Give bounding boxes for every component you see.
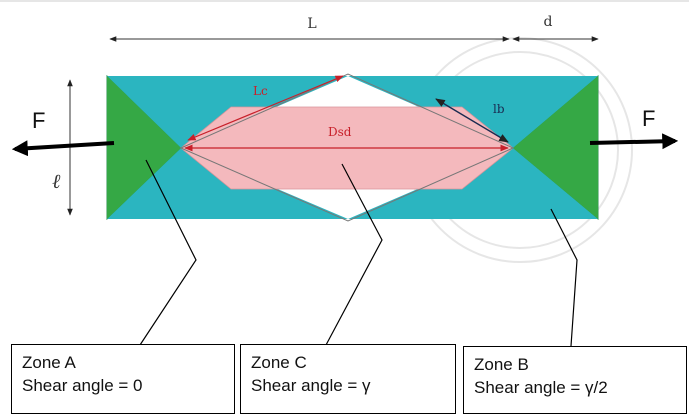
force-right-label: F bbox=[642, 106, 656, 131]
lb-label: lb bbox=[493, 102, 505, 116]
dsd-label: Dsd bbox=[328, 125, 352, 139]
zone-a-box: Zone A Shear angle = 0 bbox=[11, 344, 235, 414]
dimension-L-label: L bbox=[307, 16, 316, 32]
force-left-arrow bbox=[11, 140, 115, 157]
dimension-d-label: d bbox=[544, 14, 553, 30]
zone-b-title: Zone B bbox=[474, 355, 529, 374]
zone-c-shear: Shear angle = γ bbox=[251, 376, 371, 395]
zone-c-title: Zone C bbox=[251, 353, 307, 372]
zone-c-box: Zone C Shear angle = γ bbox=[240, 344, 456, 414]
zone-a-shear: Shear angle = 0 bbox=[22, 376, 143, 395]
force-left-label: F bbox=[32, 108, 46, 133]
zone-a-title: Zone A bbox=[22, 353, 76, 372]
force-right-arrow bbox=[589, 133, 679, 150]
leader-lines bbox=[139, 159, 578, 347]
zone-b-shear: Shear angle = γ/2 bbox=[474, 378, 608, 397]
lc-dimension-line bbox=[187, 75, 344, 141]
lc-label: Lc bbox=[253, 84, 268, 98]
lb-dimension-line bbox=[435, 98, 509, 143]
zone-b-box: Zone B Shear angle = γ/2 bbox=[463, 346, 687, 414]
width-label: ℓ bbox=[52, 169, 61, 193]
